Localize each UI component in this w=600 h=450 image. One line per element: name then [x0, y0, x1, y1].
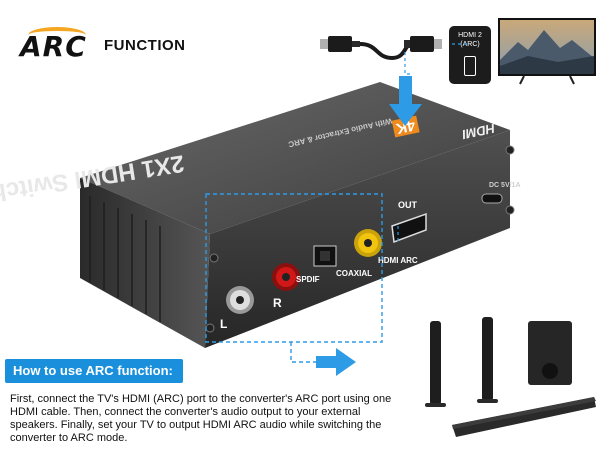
soundbar-icon — [452, 397, 596, 437]
howto-heading-banner: How to use ARC function: — [5, 359, 183, 383]
hdmi-port-icon — [464, 56, 476, 76]
port-label-line1: HDMI 2 — [458, 32, 482, 39]
port-label-line2: (ARC) — [460, 41, 480, 48]
hdmi-arc-port-callout: HDMI 2 (ARC) — [449, 26, 491, 84]
howto-instructions: First, connect the TV's HDMI (ARC) port … — [10, 393, 392, 444]
left-tower-speaker-icon — [430, 321, 441, 405]
cable-drop-connector — [404, 52, 410, 75]
label-coaxial: COAXIAL — [336, 269, 372, 278]
label-hdmi-arc: HDMI ARC — [378, 256, 418, 265]
subwoofer-icon — [528, 321, 572, 385]
label-right: R — [273, 296, 282, 310]
down-arrow-icon — [389, 76, 422, 126]
label-power: DC 5V/1A — [489, 182, 521, 189]
ports-to-speakers-connector — [290, 342, 316, 363]
label-spdif: SPDIF — [296, 275, 320, 284]
label-left: L — [220, 317, 228, 331]
tv-icon — [498, 18, 596, 85]
label-out: OUT — [398, 200, 417, 210]
arc-logo: ARC — [20, 27, 87, 63]
function-heading: FUNCTION — [104, 37, 186, 54]
logo-swoosh-icon — [28, 27, 86, 43]
speakers-illustration — [425, 317, 596, 437]
right-arrow-icon — [316, 348, 356, 376]
right-tower-speaker-icon — [482, 317, 493, 401]
hdmi-cable-icon — [320, 36, 442, 61]
audio-ports-highlight — [205, 193, 383, 343]
